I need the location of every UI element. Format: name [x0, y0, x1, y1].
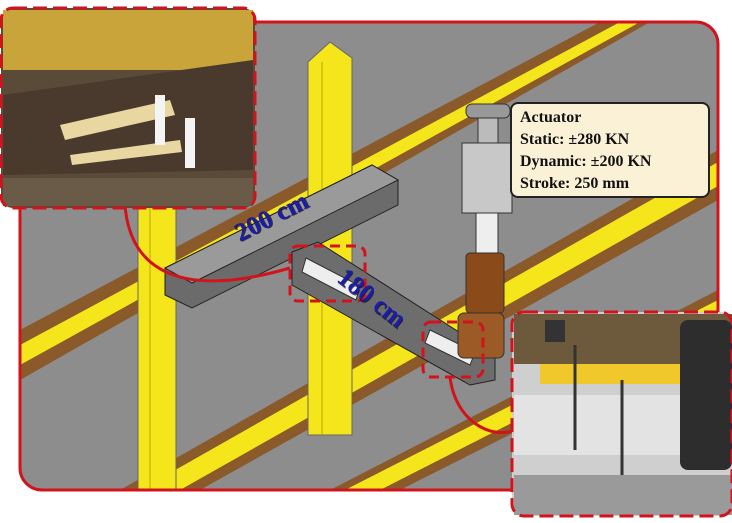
main-panel	[20, 22, 718, 490]
actuator-title: Actuator	[520, 109, 582, 126]
photo-inset-actuator-tip	[510, 310, 732, 518]
leader-line-right	[448, 376, 516, 435]
photo-inset-connection	[0, 6, 257, 210]
actuator-spec-box: Actuator Static: ±280 KN Dynamic: ±200 K…	[510, 102, 710, 198]
actuator-dynamic-capacity: Dynamic: ±200 KN	[520, 153, 652, 170]
actuator	[457, 103, 513, 359]
column-left	[137, 189, 177, 490]
callout-tip	[421, 320, 485, 379]
actuator-static-capacity: Static: ±280 KN	[520, 131, 630, 148]
callout-connection	[288, 244, 367, 303]
panel-border	[18, 20, 720, 492]
leader-line-left	[123, 204, 291, 283]
actuator-stroke: Stroke: 250 mm	[520, 175, 630, 192]
